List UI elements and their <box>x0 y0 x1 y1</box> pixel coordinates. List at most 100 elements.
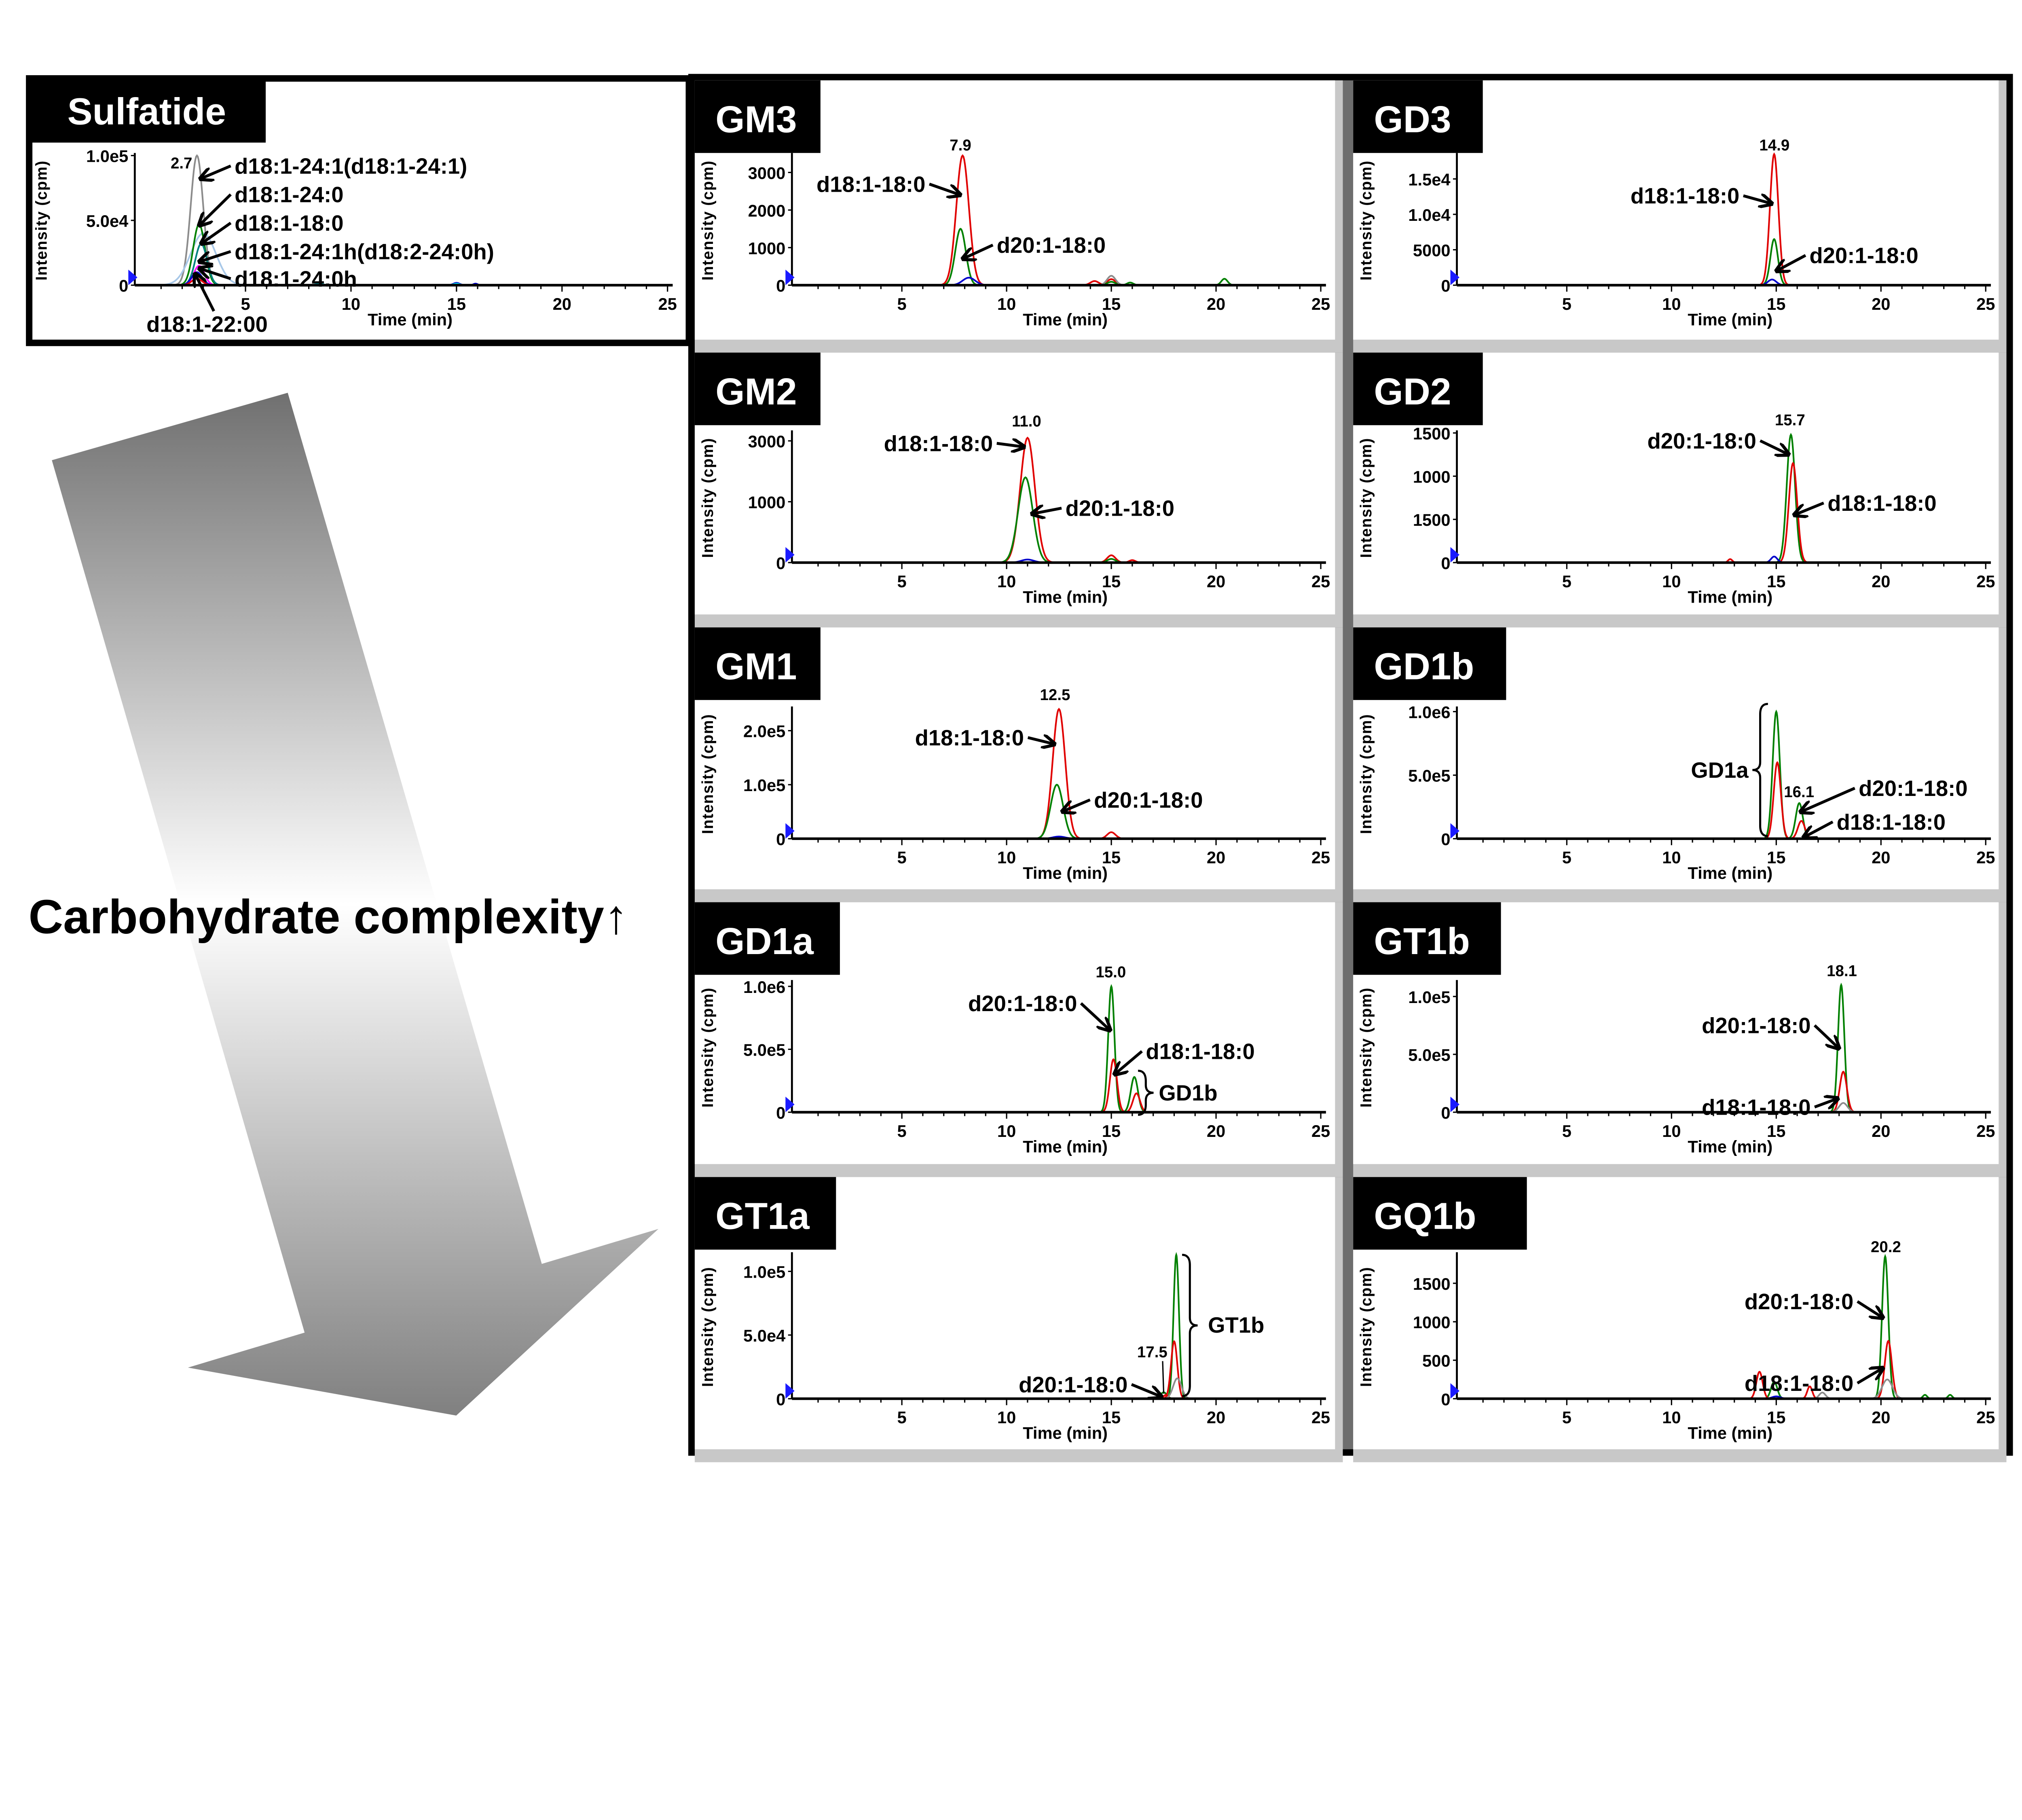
peak-annotation: d18:1-24:0h <box>235 267 357 291</box>
x-tick-label: 15 <box>1102 294 1121 313</box>
x-tick-label: 20 <box>1872 1122 1890 1141</box>
x-tick-label: 20 <box>1872 1408 1890 1427</box>
y-tick-label: 1500 <box>1413 424 1451 443</box>
y-tick-label: 0 <box>776 554 785 573</box>
x-axis-title: Time (min) <box>1023 1137 1108 1156</box>
panel-title-box <box>694 627 821 700</box>
y-axis-title: Intensity (cpm) <box>1358 987 1375 1108</box>
y-tick-label: 1000 <box>1413 467 1451 486</box>
y-tick-label: 0 <box>119 276 128 295</box>
y-axis-title: Intensity (cpm) <box>1358 160 1375 281</box>
baseline-marker-icon <box>128 269 137 286</box>
x-tick-label: 20 <box>1207 1408 1225 1427</box>
x-tick-label: 10 <box>1662 848 1681 867</box>
x-tick-label: 5 <box>897 848 907 867</box>
peak-annotation: d20:1-18:0 <box>1809 243 1918 268</box>
panel-title: GM3 <box>715 98 797 140</box>
annotation-arrow <box>195 273 215 312</box>
y-tick-label: 0 <box>1441 554 1450 573</box>
y-tick-label: 5.0e5 <box>1408 766 1450 785</box>
annotation-arrow <box>200 165 231 179</box>
y-tick-label: 1.0e5 <box>743 776 785 795</box>
y-tick-label: 3000 <box>748 163 786 182</box>
y-axis-title: Intensity (cpm) <box>699 1267 717 1387</box>
series-green-peak <box>996 476 1055 564</box>
peak-annotation: d20:1-18:0 <box>1019 1372 1127 1397</box>
peak-annotation: d18:1-24:1(d18:1-24:1) <box>235 154 467 178</box>
panel-title: GQ1b <box>1374 1195 1476 1237</box>
panel-title: GD3 <box>1374 98 1451 140</box>
x-tick-label: 10 <box>997 848 1016 867</box>
y-tick-label: 1000 <box>748 493 786 512</box>
x-tick-label: 20 <box>1207 848 1225 867</box>
peak-retention-label: 11.0 <box>1012 413 1041 430</box>
x-tick-label: 5 <box>1562 1122 1571 1141</box>
x-tick-label: 10 <box>1662 1408 1681 1427</box>
x-tick-label: 25 <box>1976 1122 1995 1141</box>
y-tick-label: 0 <box>776 276 785 295</box>
y-tick-label: 0 <box>776 1390 785 1409</box>
annotation-arrow <box>1814 1098 1838 1107</box>
peak-annotation: d20:1-18:0 <box>1066 496 1174 521</box>
x-tick-label: 10 <box>1662 572 1681 591</box>
baseline-marker-icon <box>1450 1383 1459 1399</box>
annotation-arrow <box>1131 1383 1161 1397</box>
x-tick-label: 5 <box>1562 572 1571 591</box>
y-tick-label: 1.0e5 <box>743 1263 785 1282</box>
peak-annotation: d18:1-18:0 <box>816 172 925 197</box>
x-tick-label: 10 <box>342 294 360 313</box>
peak-annotation: GT1b <box>1208 1313 1264 1337</box>
y-tick-label: 0 <box>1441 1390 1450 1409</box>
peak-annotation: d18:1-18:0 <box>1631 184 1739 208</box>
panel-title: GT1a <box>715 1195 810 1237</box>
x-axis-title: Time (min) <box>1023 863 1108 882</box>
y-axis-title: Intensity (cpm) <box>33 160 50 281</box>
x-axis-title: Time (min) <box>1023 310 1108 329</box>
y-tick-label: 2000 <box>748 201 786 220</box>
annotation-arrow <box>962 243 994 259</box>
x-tick-label: 20 <box>1872 572 1890 591</box>
x-tick-label: 15 <box>1767 848 1785 867</box>
peak-annotation: d20:1-18:0 <box>1859 776 1967 801</box>
peak-annotation: GD1a <box>1691 758 1749 783</box>
x-tick-label: 20 <box>1207 1122 1225 1141</box>
panel-title-box <box>1353 1177 1527 1250</box>
baseline-marker-icon <box>785 547 795 563</box>
baseline-marker-icon <box>785 1096 795 1112</box>
peak-annotation: d20:1-18:0 <box>1094 788 1203 813</box>
y-tick-label: 1.5e4 <box>1408 170 1450 189</box>
baseline-marker-icon <box>785 1383 795 1399</box>
series-green-peak <box>939 228 981 286</box>
y-tick-label: 0 <box>1441 276 1450 295</box>
y-tick-label: 1.0e4 <box>1408 205 1450 224</box>
peak-annotation: d20:1-18:0 <box>1702 1013 1810 1038</box>
y-axis-title: Intensity (cpm) <box>699 987 717 1108</box>
peak-annotation: d18:1-18:0 <box>1827 491 1936 516</box>
carbohydrate-complexity-label: Carbohydrate complexity↑ <box>29 891 628 944</box>
panel-title: GM2 <box>715 370 797 413</box>
peak-retention-label: 15.7 <box>1775 411 1805 429</box>
x-tick-label: 5 <box>1562 1408 1571 1427</box>
y-tick-label: 0 <box>1441 1103 1450 1122</box>
peak-retention-label: 2.7 <box>171 155 192 172</box>
x-tick-label: 25 <box>1311 294 1330 313</box>
y-tick-label: 5000 <box>1413 241 1451 260</box>
x-tick-label: 10 <box>1662 1122 1681 1141</box>
x-tick-label: 25 <box>1311 1122 1330 1141</box>
y-axis-title: Intensity (cpm) <box>1358 1267 1375 1387</box>
x-axis-title: Time (min) <box>1688 863 1772 882</box>
x-tick-label: 10 <box>997 1122 1016 1141</box>
peak-annotation: d18:1-22:00 <box>146 312 268 337</box>
panel-title-box <box>694 1177 836 1250</box>
x-axis-title: Time (min) <box>368 310 453 329</box>
y-tick-label: 1000 <box>748 239 786 258</box>
x-tick-label: 5 <box>897 1122 907 1141</box>
annotation-arrow <box>929 182 960 195</box>
